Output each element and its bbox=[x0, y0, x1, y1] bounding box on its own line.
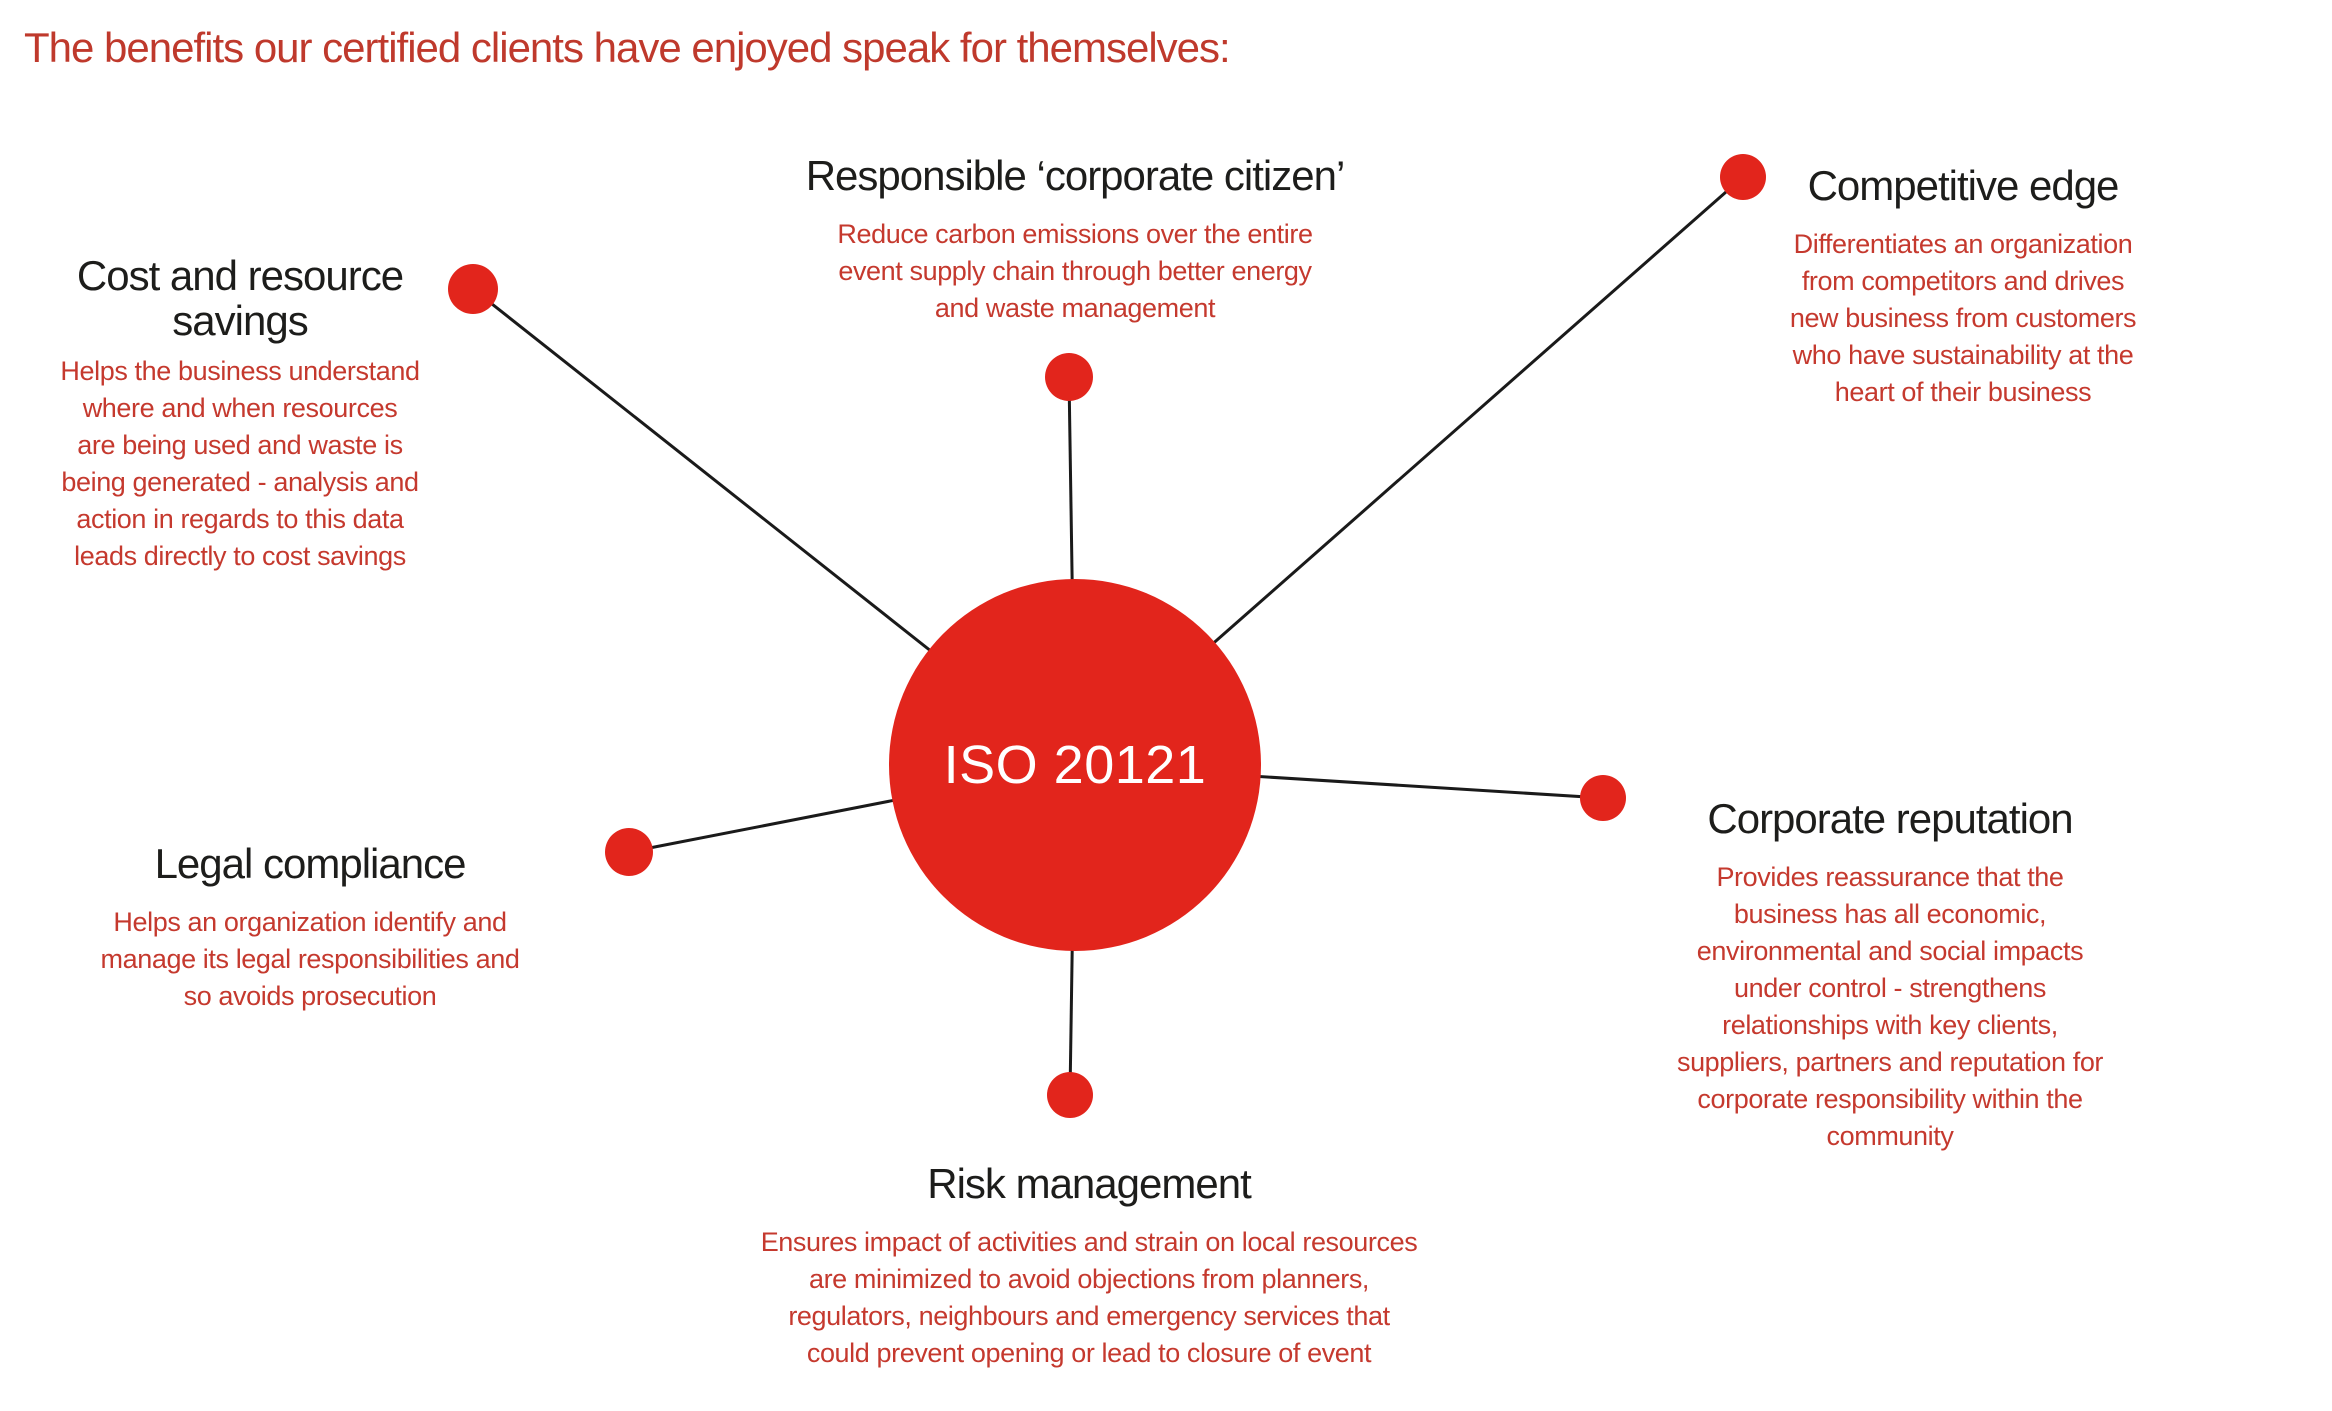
benefit-body-responsible: Reduce carbon emissions over the entire … bbox=[837, 219, 1313, 324]
page-title: The benefits our certified clients have … bbox=[24, 24, 1231, 71]
benefit-heading-cost: Cost and resource savings bbox=[76, 252, 404, 345]
benefit-heading-corporate: Corporate reputation bbox=[1707, 795, 2073, 842]
benefit-body-corporate: Provides reassurance that the business h… bbox=[1676, 862, 2104, 1152]
benefit-heading-competitive: Competitive edge bbox=[1807, 162, 2120, 209]
node-dot-corporate bbox=[1580, 775, 1626, 821]
benefit-body-risk: Ensures impact of activities and strain … bbox=[760, 1227, 1418, 1369]
benefit-body-competitive: Differentiates an organization from comp… bbox=[1789, 229, 2137, 408]
benefit-body-legal: Helps an organization identify and manag… bbox=[100, 907, 520, 1012]
benefit-heading-responsible: Responsible ‘corporate citizen’ bbox=[805, 152, 1346, 199]
benefit-heading-legal: Legal compliance bbox=[154, 840, 467, 887]
benefit-section-competitive: Competitive edge Differentiates an organ… bbox=[1513, 163, 2332, 411]
benefit-section-corporate: Corporate reputation Provides reassuranc… bbox=[1440, 796, 2332, 1155]
benefit-heading-risk: Risk management bbox=[927, 1160, 1251, 1207]
benefit-body-cost: Helps the business understand where and … bbox=[60, 355, 420, 571]
benefit-section-responsible: Responsible ‘corporate citizen’ Reduce c… bbox=[625, 153, 1525, 327]
node-dot-competitive bbox=[1720, 154, 1766, 200]
benefit-section-cost: Cost and resource savings Helps the busi… bbox=[0, 253, 690, 575]
node-dot-legal bbox=[605, 828, 653, 876]
hub-label: ISO 20121 bbox=[943, 735, 1207, 795]
benefit-section-legal: Legal compliance Helps an organization i… bbox=[0, 841, 760, 1015]
node-dot-risk bbox=[1047, 1072, 1093, 1118]
hub-circle bbox=[889, 579, 1261, 951]
benefit-section-risk: Risk management Ensures impact of activi… bbox=[639, 1161, 1539, 1372]
node-dot-cost bbox=[448, 264, 498, 314]
node-dot-responsible bbox=[1045, 353, 1093, 401]
